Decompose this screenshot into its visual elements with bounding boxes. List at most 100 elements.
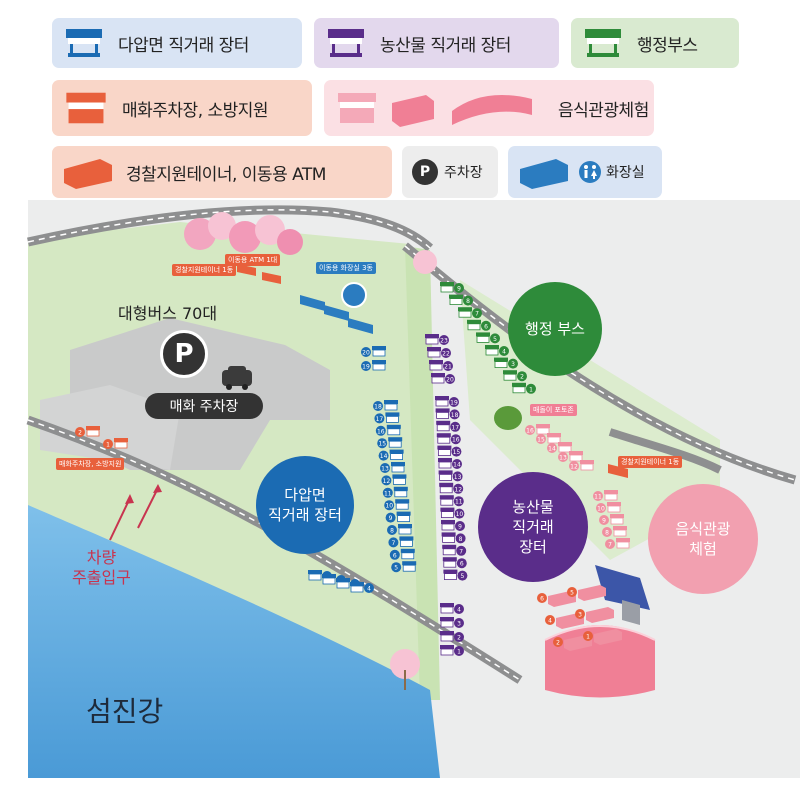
- stall-number: 1: [457, 649, 461, 656]
- legend-label: 음식관광체험: [558, 100, 649, 121]
- farm-stall: 13: [438, 470, 463, 482]
- orange-stall-icon: [66, 92, 106, 124]
- stall-number-badge: [454, 618, 464, 628]
- stall-number: 13: [381, 466, 389, 473]
- stall-number: 2: [556, 640, 560, 647]
- bus-capacity-label: 대형버스 70대: [118, 304, 218, 323]
- car-icon: [222, 370, 252, 386]
- river: [28, 505, 440, 778]
- stall-number-badge: [454, 604, 464, 614]
- farm-stall: 23: [425, 334, 449, 345]
- stall-number-badge: [384, 500, 395, 511]
- dapmyeon-stall: 6: [389, 548, 415, 560]
- stall-number-badge: [454, 508, 465, 519]
- admin-stall: 3: [494, 357, 518, 369]
- stall-number-badge: [547, 443, 557, 453]
- stall-number: 9: [457, 286, 461, 293]
- dapmyeon-stall: 20: [361, 346, 386, 357]
- legend-label: 농산물 직거래 장터: [380, 35, 511, 56]
- bubble-admin-booth: 행정 부스: [508, 282, 602, 376]
- admin-stall: 1: [512, 382, 536, 394]
- stall-number: 5: [493, 336, 497, 343]
- stall-number-badge: [387, 525, 397, 535]
- stall-number: 19: [450, 400, 458, 407]
- stall-number-badge: [553, 637, 563, 647]
- parking-icon: P: [160, 330, 208, 378]
- stall-number-badge: [364, 583, 374, 593]
- farm-stall: 20: [431, 373, 455, 384]
- stall-number: 17: [376, 416, 384, 423]
- green-stall-icon: [585, 29, 621, 57]
- bubble-label: 농산물 직거래 장터: [512, 498, 554, 556]
- stall-number-badge: [525, 425, 535, 435]
- stall-number: 15: [378, 441, 386, 448]
- farm-stall: 15: [437, 445, 462, 457]
- stall-number: 8: [605, 530, 609, 537]
- legend-label: 매화주차장, 소방지원: [122, 100, 269, 121]
- stall-number-badge: [455, 533, 466, 544]
- stall-number: 9: [389, 515, 393, 522]
- farm-stall: 11: [439, 495, 464, 507]
- farm-stall: 3: [440, 617, 464, 628]
- stall-number: 16: [452, 437, 460, 444]
- stall-number: 7: [459, 548, 463, 555]
- grass-strip: [405, 246, 440, 700]
- stall-number-badge: [490, 333, 500, 344]
- stall-number-badge: [456, 558, 467, 569]
- stall-number: 8: [466, 298, 470, 305]
- food-stall: 11: [593, 490, 618, 501]
- tag-police-container-right: 경찰지원테이너 1동: [618, 456, 683, 468]
- stall-number: 23: [440, 338, 448, 345]
- legend-maehwa-parking: 매화주차장, 소방지원: [52, 80, 312, 136]
- bubble-label: 다압면 직거래 장터: [268, 486, 342, 524]
- stall-number: 6: [540, 596, 544, 603]
- dapmyeon-stall: 4: [350, 582, 374, 593]
- food-stall: 10: [596, 502, 621, 513]
- stall-number: 1: [529, 386, 533, 393]
- stall-number-badge: [526, 383, 536, 394]
- stall-number: 5: [394, 565, 398, 572]
- parking-fire-stall: 1: [103, 438, 128, 449]
- stall-number-badge: [536, 434, 546, 444]
- stall-number-badge: [361, 361, 371, 371]
- bubble-farm-market: 농산물 직거래 장터: [478, 472, 588, 582]
- stall-number: 12: [383, 478, 391, 485]
- bubble-dapmyeon-market: 다압면 직거래 장터: [256, 456, 354, 554]
- stall-number: 7: [391, 540, 395, 547]
- food-container: 5: [567, 585, 606, 601]
- stall-number-badge: [389, 549, 400, 560]
- admin-stall: 6: [467, 319, 491, 331]
- stall-number: 7: [475, 311, 479, 318]
- stall-number-badge: [605, 539, 615, 549]
- bubble-food-experience: 음식관광 체험: [648, 484, 758, 594]
- stall-number-badge: [453, 496, 464, 507]
- stall-number: 3: [457, 621, 461, 628]
- bubble-label: 행정 부스: [525, 320, 585, 338]
- legend-police-container: 경찰지원테이너, 이동용 ATM: [52, 146, 392, 198]
- vehicle-entrance-label: 차량 주출입구: [72, 548, 131, 587]
- stall-number-badge: [378, 450, 389, 461]
- stall-number-badge: [569, 461, 579, 471]
- dapmyeon-stall: 9: [385, 511, 411, 523]
- stall-number: 9: [458, 524, 462, 531]
- legend-label: 경찰지원테이너, 이동용 ATM: [126, 164, 326, 185]
- stall-number-badge: [454, 646, 464, 656]
- dapmyeon-stall: 19: [361, 360, 386, 371]
- stall-number-badge: [455, 521, 465, 531]
- stall-number-badge: [517, 371, 527, 382]
- stall-number-badge: [449, 409, 460, 420]
- legend-farm-market: 농산물 직거래 장터: [314, 18, 559, 68]
- stall-number-badge: [463, 295, 473, 306]
- stall-number-badge: [449, 397, 459, 407]
- farm-stall: 22: [427, 347, 451, 358]
- mascot: [494, 406, 522, 430]
- legend-dapmyeon-market: 다압면 직거래 장터: [52, 18, 302, 68]
- stall-number-badge: [391, 562, 402, 573]
- stall-number: 12: [454, 486, 462, 493]
- stall-number-badge: [457, 570, 468, 581]
- dapmyeon-stall: 10: [384, 499, 410, 511]
- dapmyeon-stall: 16: [375, 424, 401, 436]
- dapmyeon-stall: 13: [380, 462, 405, 473]
- stall-number: 5: [570, 590, 574, 597]
- admin-stall: 8: [449, 294, 473, 306]
